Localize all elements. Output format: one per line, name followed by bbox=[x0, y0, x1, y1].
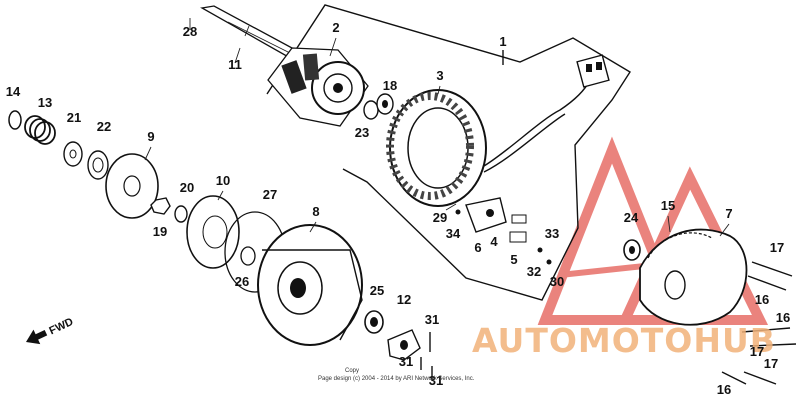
callout-27: 27 bbox=[263, 187, 277, 202]
part-disc-10 bbox=[186, 195, 240, 269]
callout-22: 22 bbox=[97, 119, 111, 134]
part-gasket-15 bbox=[647, 232, 713, 259]
part-plate-9 bbox=[105, 153, 159, 219]
callout-28: 28 bbox=[183, 24, 197, 39]
callout-numbers: 1234567891011121314151616161717171819202… bbox=[6, 20, 790, 397]
callout-16: 16 bbox=[717, 382, 731, 397]
callout-10: 10 bbox=[216, 173, 230, 188]
part-screws-31 bbox=[420, 332, 433, 380]
assembly-bracket-1 bbox=[266, 4, 631, 301]
callout-32: 32 bbox=[527, 264, 541, 279]
callout-8: 8 bbox=[312, 204, 319, 219]
callout-6: 6 bbox=[474, 240, 481, 255]
callout-5: 5 bbox=[510, 252, 517, 267]
callout-2: 2 bbox=[332, 20, 339, 35]
callout-33: 33 bbox=[545, 226, 559, 241]
fwd-arrow: FWD bbox=[26, 316, 75, 345]
callout-12: 12 bbox=[397, 292, 411, 307]
callout-17: 17 bbox=[750, 344, 764, 359]
watermark-text: AUTOMOTOHUB bbox=[472, 321, 776, 360]
part-bearing-25 bbox=[364, 310, 384, 334]
callout-11: 11 bbox=[228, 57, 242, 72]
callout-23: 23 bbox=[355, 125, 369, 140]
callout-31: 31 bbox=[425, 312, 439, 327]
callout-17: 17 bbox=[764, 356, 778, 371]
part-bolts-16-17 bbox=[721, 261, 797, 385]
callout-31: 31 bbox=[399, 354, 413, 369]
part-washer-20 bbox=[174, 205, 188, 223]
part-nut-14 bbox=[8, 110, 22, 130]
callout-25: 25 bbox=[370, 283, 384, 298]
fwd-label: FWD bbox=[47, 316, 75, 337]
part-plate-12 bbox=[387, 329, 421, 361]
part-nut-19 bbox=[150, 197, 171, 215]
callout-30: 30 bbox=[550, 274, 564, 289]
part-washers-18-23 bbox=[363, 93, 394, 120]
part-stator bbox=[386, 89, 487, 207]
part-cover-7 bbox=[639, 228, 748, 326]
callout-34: 34 bbox=[446, 226, 461, 241]
callout-1: 1 bbox=[499, 34, 506, 49]
callout-16: 16 bbox=[776, 310, 790, 325]
leader-lines bbox=[144, 18, 730, 237]
callout-9: 9 bbox=[147, 129, 154, 144]
part-wire-harness bbox=[483, 54, 610, 173]
callout-20: 20 bbox=[180, 180, 194, 195]
callout-31: 31 bbox=[429, 373, 443, 388]
callout-29: 29 bbox=[433, 210, 447, 225]
part-seal-24 bbox=[623, 239, 641, 261]
callout-17: 17 bbox=[770, 240, 784, 255]
callout-19: 19 bbox=[153, 224, 167, 239]
part-washer-22 bbox=[87, 150, 109, 180]
part-pulser-assembly bbox=[445, 197, 552, 265]
callout-15: 15 bbox=[661, 198, 675, 213]
callout-14: 14 bbox=[6, 84, 21, 99]
part-spring-13 bbox=[24, 115, 56, 145]
callout-7: 7 bbox=[725, 206, 732, 221]
callout-26: 26 bbox=[235, 274, 249, 289]
copyright-line2: Page design (c) 2004 - 2014 by ARI Netwo… bbox=[318, 376, 475, 382]
part-housing-8 bbox=[257, 224, 363, 346]
callout-24: 24 bbox=[624, 210, 639, 225]
callout-21: 21 bbox=[67, 110, 81, 125]
callout-16: 16 bbox=[755, 292, 769, 307]
copyright-line1: Copy bbox=[345, 368, 359, 374]
callout-3: 3 bbox=[436, 68, 443, 83]
part-rotor bbox=[267, 47, 369, 127]
callout-4: 4 bbox=[490, 234, 498, 249]
callout-13: 13 bbox=[38, 95, 52, 110]
callout-18: 18 bbox=[383, 78, 397, 93]
part-washer-21 bbox=[63, 141, 83, 167]
